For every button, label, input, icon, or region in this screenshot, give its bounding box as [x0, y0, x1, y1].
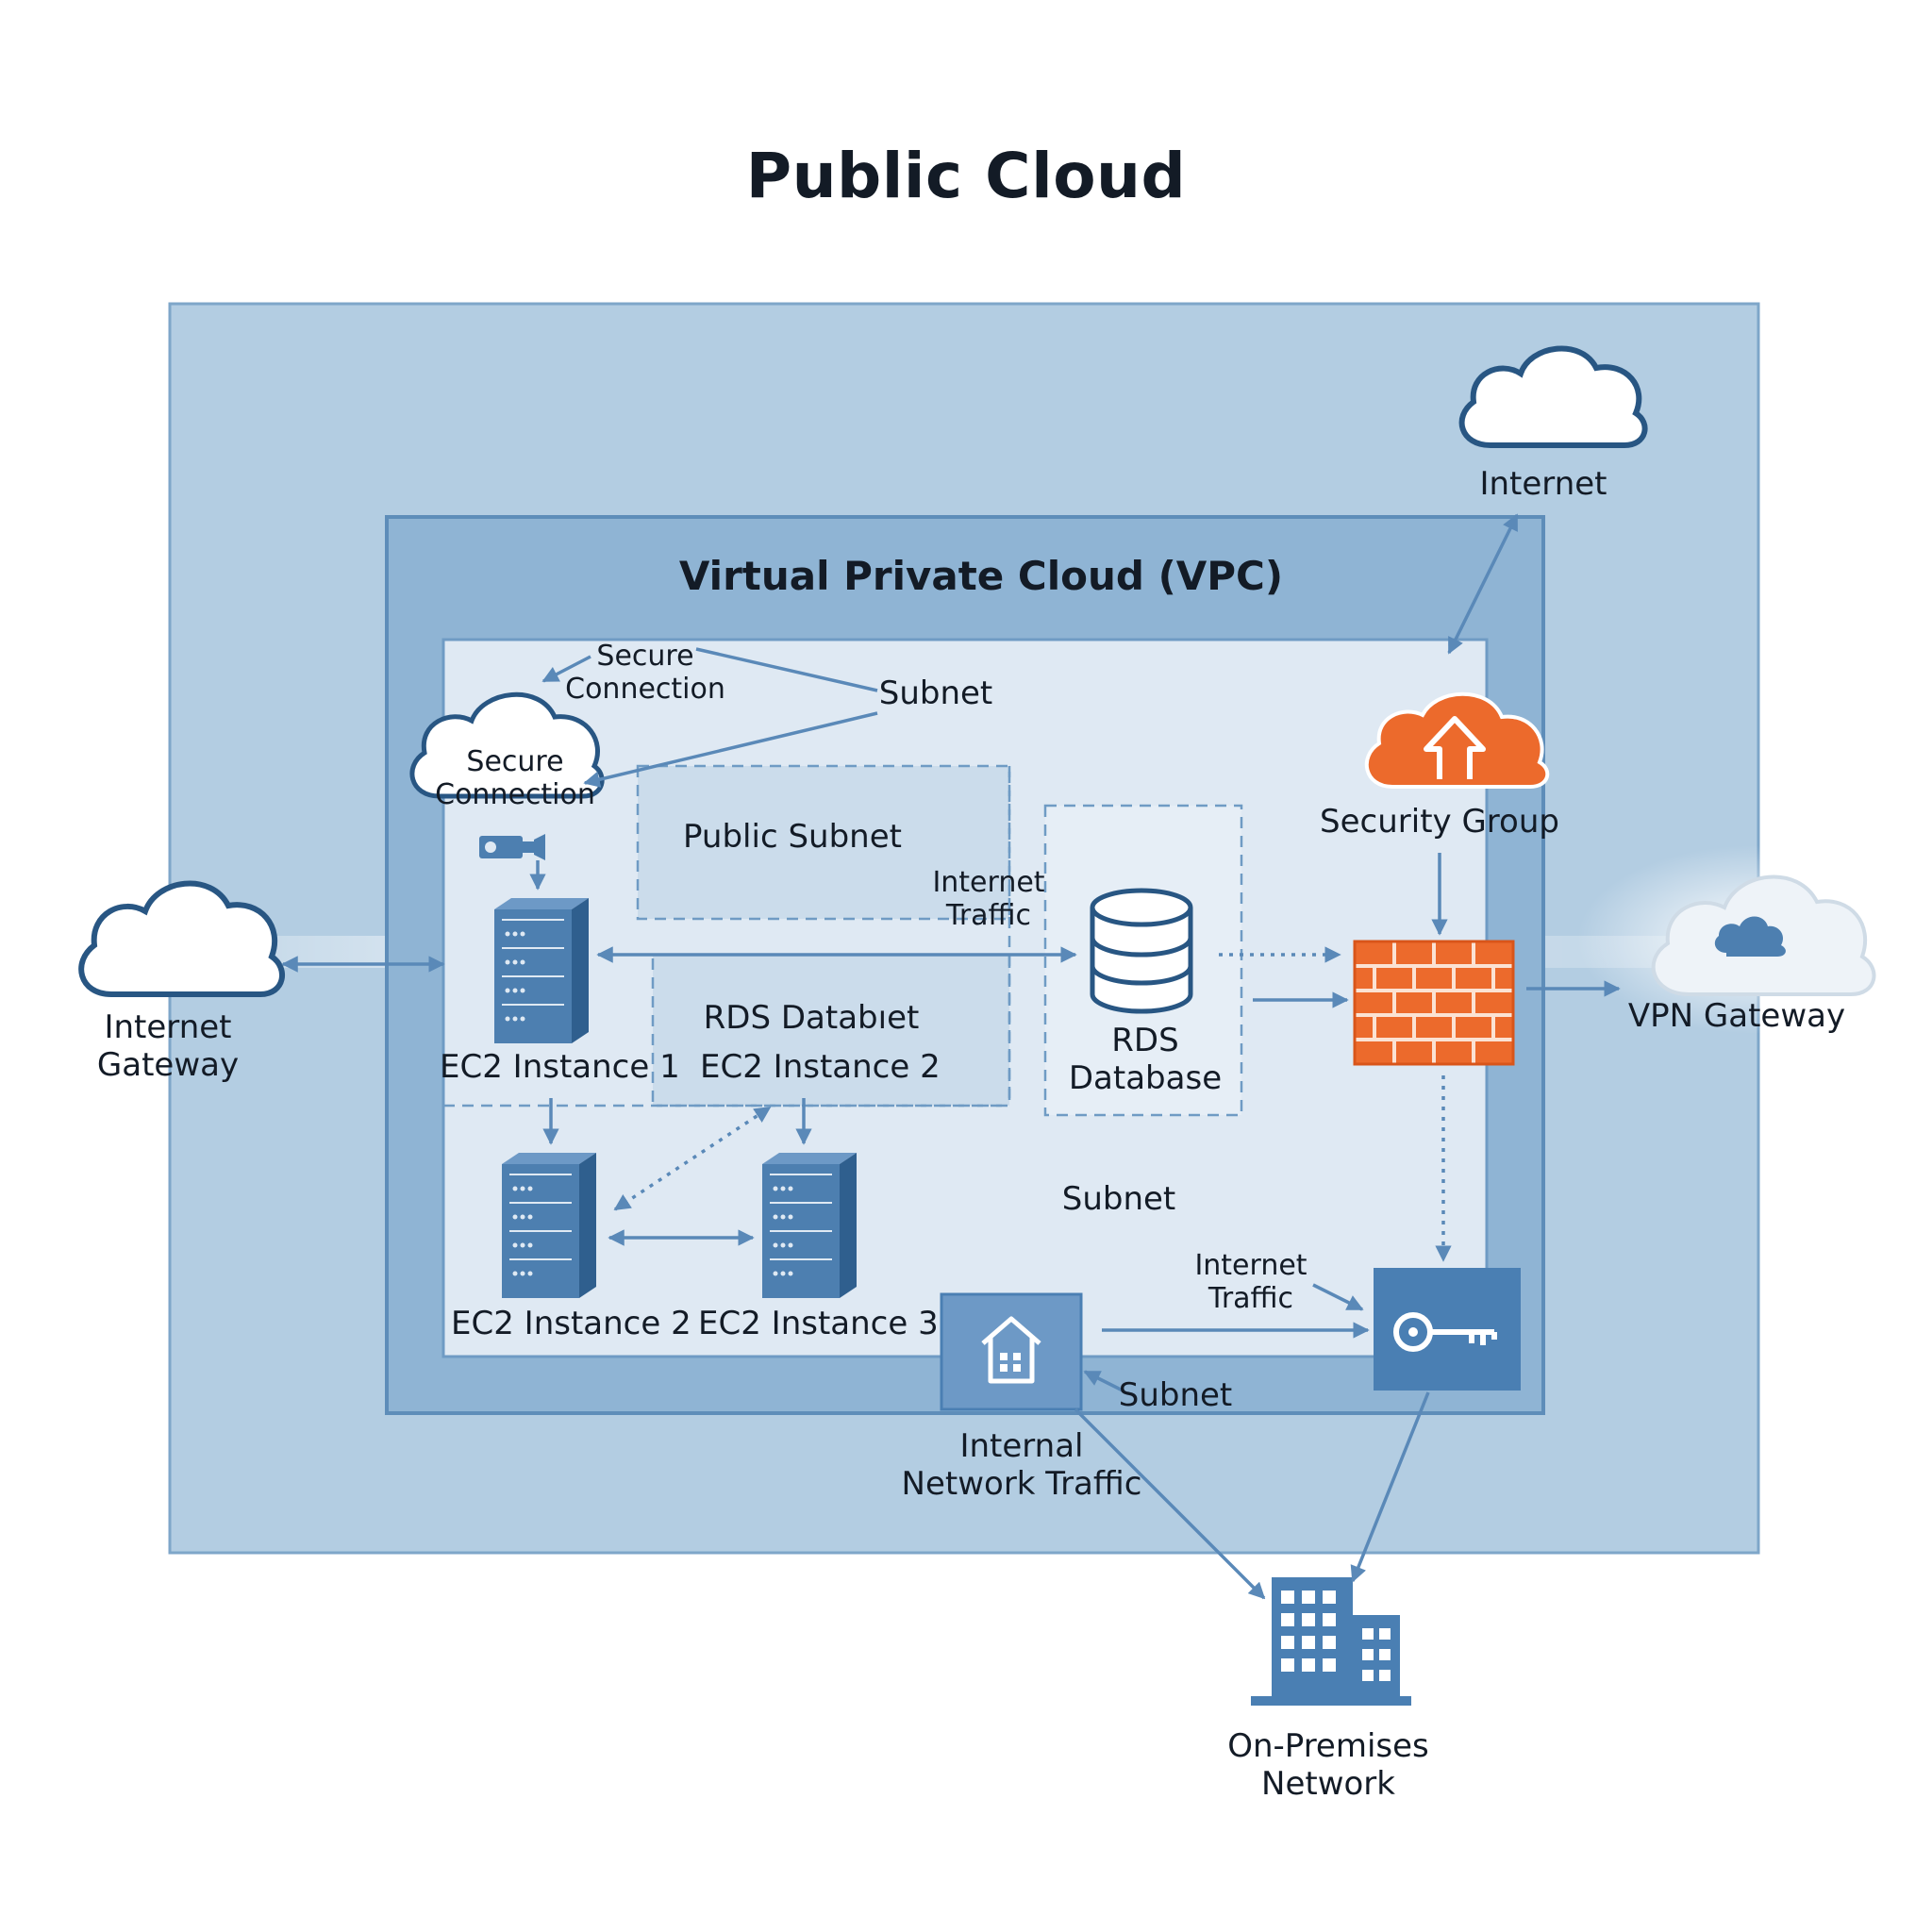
rds-database-label: RDS Database — [1068, 1022, 1223, 1097]
rds-database-inner-label: RDS Databıet — [703, 999, 920, 1037]
security-group-label: Security Group — [1320, 803, 1559, 841]
vpn-gateway-label: VPN Gateway — [1627, 997, 1846, 1035]
camera-icon — [479, 834, 545, 860]
link-traffic-label-key — [1312, 1283, 1364, 1311]
link-subnet-home — [1083, 1370, 1124, 1392]
link-subnet-secure-cloud — [583, 711, 878, 788]
page-title: Public Cloud — [745, 140, 1187, 212]
link-internet-security — [1447, 513, 1519, 655]
subnet-mid-label: Subnet — [1061, 1180, 1176, 1218]
server-rack-icon-ec2-1 — [494, 898, 589, 1043]
building-icon — [1251, 1577, 1411, 1706]
ec2-instance-1-label: EC2 Instance 1 — [440, 1048, 680, 1086]
secure-connection-cloud-icon — [409, 691, 605, 799]
link-home-onprem — [1074, 1407, 1266, 1600]
internet-traffic-top-label: Internet Traffic — [932, 866, 1045, 933]
internal-network-traffic-label: Internal Network Traffic — [901, 1427, 1142, 1503]
internet-cloud-icon — [1458, 345, 1648, 448]
secure-connection-top-label: Secure Connection — [565, 640, 725, 707]
ec2-instance-2-label: EC2 Instance 2 — [451, 1305, 691, 1342]
home-icon — [940, 1292, 1083, 1411]
link-secure-label-cloud — [541, 655, 591, 683]
subnet-top-label: Subnet — [878, 675, 993, 712]
link-key-onprem — [1350, 1391, 1430, 1583]
vpc-title: Virtual Private Cloud (VPC) — [678, 553, 1284, 599]
ec2-instance-2-upper-label: EC2 Instance 2 — [700, 1048, 941, 1086]
vpn-gateway-cloud-icon — [1577, 845, 1932, 1034]
firewall-icon — [1353, 940, 1515, 1066]
server-rack-icon-ec2-2 — [502, 1153, 596, 1298]
public-subnet-box — [636, 764, 1011, 921]
on-premises-network-label: On-Premises Network — [1227, 1727, 1429, 1803]
server-rack-icon-ec2-3 — [762, 1153, 857, 1298]
cloud-upload-icon — [1364, 691, 1550, 789]
internet-gateway-cloud-icon — [78, 880, 285, 997]
database-icon — [1090, 888, 1193, 1014]
public-subnet-label: Public Subnet — [683, 818, 902, 856]
key-icon — [1374, 1268, 1521, 1391]
internet-label: Internet — [1479, 465, 1607, 503]
subnet-bottom-label: Subnet — [1118, 1376, 1233, 1414]
ec2-instance-3-label: EC2 Instance 3 — [698, 1305, 939, 1342]
secure-connection-cloud-label: Secure Connection — [435, 745, 595, 812]
internet-gateway-label: Internet Gateway — [96, 1008, 240, 1084]
link-subnet-secure-top — [695, 647, 878, 692]
internet-traffic-bottom-label: Internet Traffic — [1194, 1249, 1307, 1316]
